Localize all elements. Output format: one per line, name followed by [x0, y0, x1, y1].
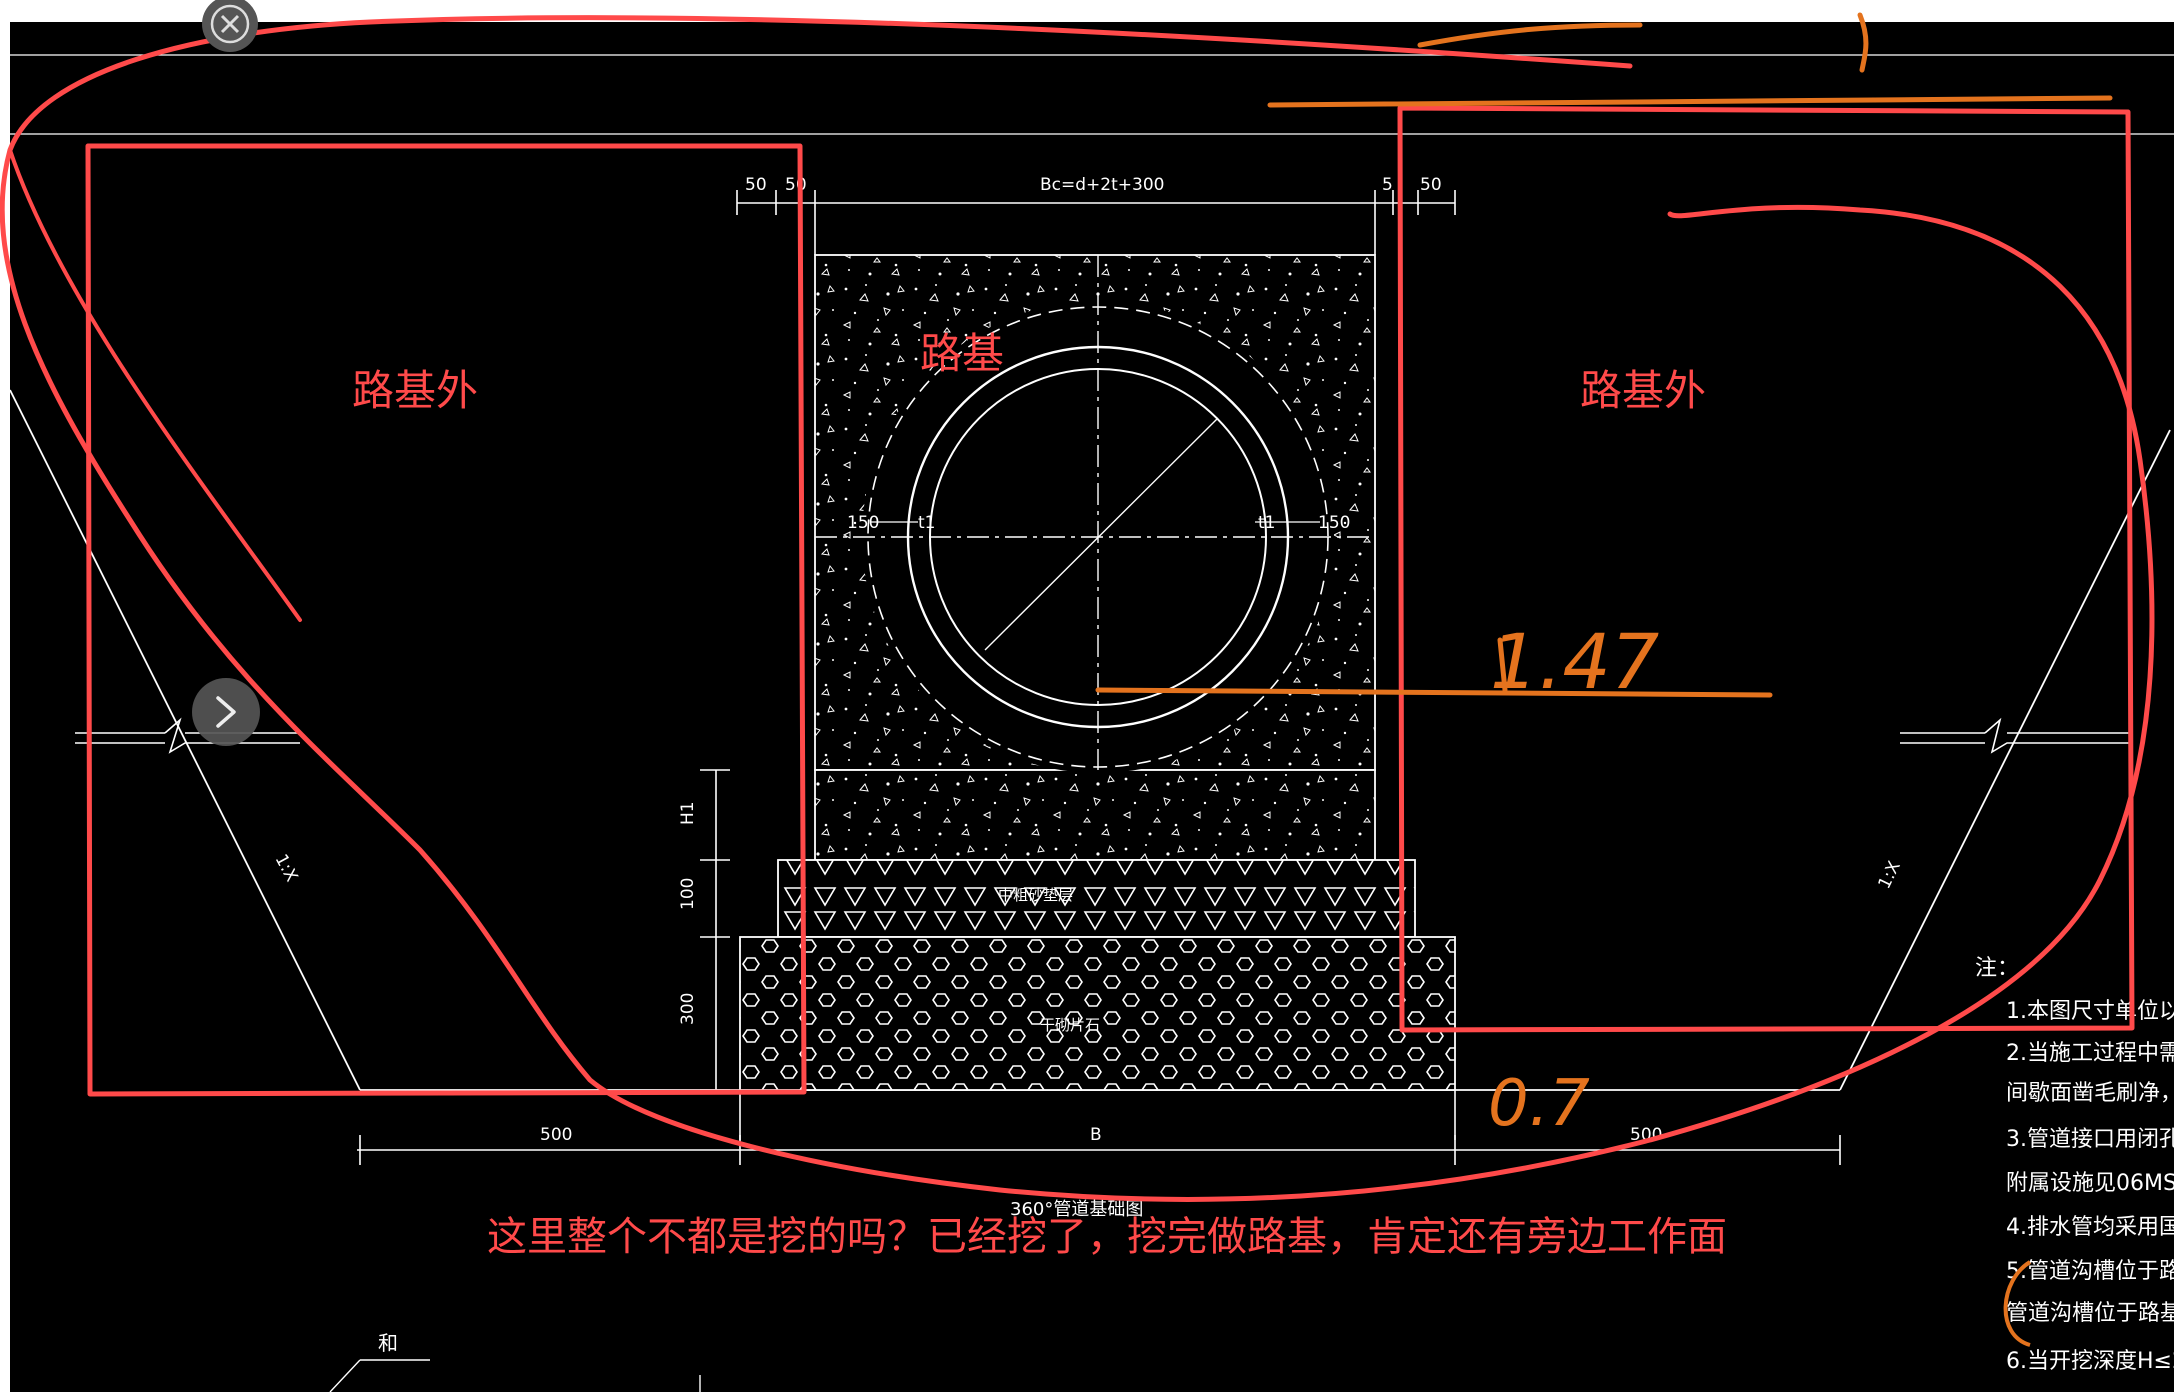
section-caption: 360°管道基础图 [1010, 1199, 1143, 1220]
bedding-label: 中粗砂垫层 [998, 886, 1073, 904]
dim-t-left: t1 [918, 513, 935, 533]
dim-h1: H1 [678, 801, 698, 825]
label-left-outside-subgrade: 路基外 [352, 366, 478, 415]
handwritten-0-7: 0.7 [1488, 1067, 1590, 1141]
label-subgrade: 路基 [920, 329, 1004, 378]
note-2: 2.当施工过程中需在H [2006, 1041, 2174, 1066]
concrete-base [814, 769, 1376, 861]
dim-offset-right: 150 [1318, 513, 1350, 533]
note-6: 6.当开挖深度H≤2.0 [2006, 1349, 2174, 1374]
dim-100: 100 [678, 878, 698, 910]
handwritten-numbers: 1.47 0.7 [1488, 617, 1659, 1141]
left-outside-box [85, 143, 807, 1097]
dim-t-right: t1 [1258, 513, 1275, 533]
dim-bottom-left: 500 [540, 1125, 572, 1145]
handwritten-marks [1095, 12, 2113, 698]
dim-bottom-mid: B [1090, 1125, 1102, 1145]
annotation-boxes [85, 105, 2135, 1097]
note-3b: 附属设施见06MS [2006, 1171, 2174, 1196]
dim-top-width: Bc=d+2t+300 [1040, 175, 1164, 195]
pipe [815, 255, 1375, 773]
dim-top-left-a: 50 [745, 175, 767, 195]
chevron-right-icon [216, 696, 236, 728]
note-5b: 管道沟槽位于路基内 [2006, 1301, 2174, 1326]
sand-bedding-layer [777, 859, 1416, 938]
annotation-labels: 路基外 路基 路基外 这里整个不都是挖的吗？已经挖了，挖完做路基，肯定还有旁边工… [352, 329, 1727, 1260]
note-2b: 间歇面凿毛刷净，以 [2006, 1081, 2174, 1106]
note-1: 1.本图尺寸单位以毫 [2006, 999, 2174, 1024]
rubble-foundation-layer [739, 936, 1456, 1091]
dim-top-right-b: 50 [1420, 175, 1442, 195]
annotation-comment: 这里整个不都是挖的吗？已经挖了，挖完做路基，肯定还有旁边工作面 [487, 1214, 1727, 1260]
dim-top-left-b: 50 [785, 175, 807, 195]
close-button[interactable] [202, 0, 258, 52]
dim-300: 300 [678, 993, 698, 1025]
handwritten-1-47: 1.47 [1490, 617, 1659, 706]
close-icon [220, 14, 240, 34]
dim-offset-left: 150 [847, 513, 879, 533]
dim-top-right-a: 5 [1382, 175, 1393, 195]
bottom-fragment-label: 和 [378, 1331, 398, 1355]
next-slide-button[interactable] [192, 678, 260, 746]
note-3: 3.管道接口用闭孔泡沫 [2006, 1127, 2174, 1152]
note-5: 5.管道沟槽位于路基外 [2006, 1259, 2174, 1284]
notes-heading: 注： [1975, 956, 2019, 981]
note-4: 4.排水管均采用国标 [2006, 1215, 2174, 1240]
notes-block: 注： 1.本图尺寸单位以毫 2.当施工过程中需在H 间歇面凿毛刷净，以 3.管道… [1975, 956, 2174, 1374]
label-right-outside-subgrade: 路基外 [1580, 366, 1706, 415]
right-outside-box [1397, 105, 2135, 1033]
foundation-label: 干砌片石 [1040, 1016, 1100, 1034]
